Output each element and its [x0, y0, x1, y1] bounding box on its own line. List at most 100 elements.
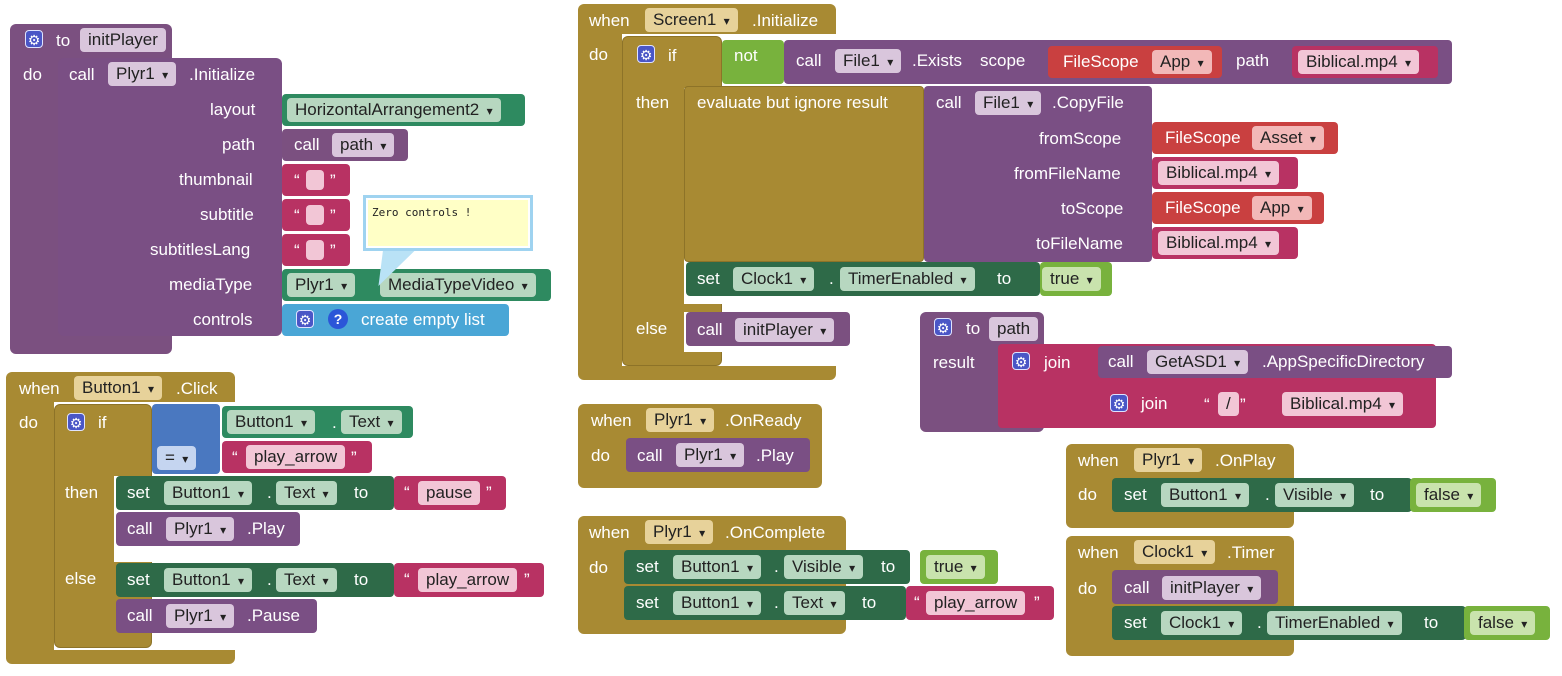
set-text-block[interactable] [624, 586, 906, 620]
procedure-dropdown[interactable]: initPlayer [735, 318, 835, 342]
set-property-dropdown[interactable]: TimerEnabled [1267, 611, 1402, 635]
procedure-name-path[interactable]: path [989, 317, 1039, 341]
set-property-dropdown[interactable]: TimerEnabled [840, 267, 975, 291]
event-name: .Timer [1227, 543, 1275, 562]
layout-dropdown[interactable]: HorizontalArrangement2 [287, 98, 501, 122]
path-text-value[interactable]: Biblical.mp4 [1298, 50, 1420, 74]
file-component-dropdown[interactable]: File1 [975, 91, 1042, 115]
gear-icon: ⚙ [1012, 352, 1030, 370]
to-label: to [966, 319, 981, 338]
when-label: when [19, 379, 60, 398]
empty-text-field[interactable] [306, 240, 324, 260]
set-label: set [636, 557, 659, 576]
to-label: to [56, 31, 71, 50]
set-visible-block[interactable] [1112, 478, 1412, 512]
boolean-dropdown[interactable]: true [1042, 267, 1101, 291]
getter-component-dropdown[interactable]: Button1 [227, 410, 315, 434]
dot-label: . [267, 483, 272, 502]
else-label: else [636, 319, 668, 338]
event-component-dropdown[interactable]: Plyr1 [645, 520, 714, 544]
filename-text-value[interactable]: Biblical.mp4 [1158, 161, 1280, 185]
boolean-dropdown[interactable]: true [926, 555, 985, 579]
compare-operator-dropdown[interactable]: = [157, 446, 197, 470]
set-property-dropdown[interactable]: Text [784, 591, 845, 615]
filescope-label: FileScope [1165, 128, 1241, 147]
method-copyfile: .CopyFile [1052, 93, 1124, 112]
boolean-dropdown[interactable]: false [1470, 611, 1536, 635]
set-label: set [127, 570, 150, 589]
event-component-dropdown[interactable]: Screen1 [645, 8, 738, 32]
scope-param: scope [980, 51, 1026, 70]
set-visible-block[interactable] [624, 550, 910, 584]
set-property-dropdown[interactable]: Text [276, 568, 337, 592]
else-set-block[interactable] [116, 563, 394, 597]
set-component-dropdown[interactable]: Button1 [164, 568, 252, 592]
quote-open-icon: “ [294, 241, 300, 260]
path-procedure-dropdown[interactable]: path [332, 133, 395, 157]
create-empty-list-block[interactable] [282, 304, 509, 336]
gear-icon: ⚙ [1110, 394, 1128, 412]
evaluate-ignore-block[interactable] [684, 86, 924, 262]
text-value[interactable]: play_arrow [246, 445, 346, 469]
procedure-dropdown[interactable]: initPlayer [1162, 576, 1262, 600]
set-label: set [636, 593, 659, 612]
gear-icon: ⚙ [296, 310, 314, 328]
filename-text-value[interactable]: Biblical.mp4 [1158, 231, 1280, 255]
join-label: join [1044, 353, 1071, 372]
set-component-dropdown[interactable]: Clock1 [733, 267, 815, 291]
boolean-dropdown[interactable]: false [1416, 483, 1482, 507]
file-text-value[interactable]: Biblical.mp4 [1282, 392, 1404, 416]
procedure-name-initPlayer[interactable]: initPlayer [80, 28, 166, 52]
filescope-dropdown[interactable]: Asset [1252, 126, 1324, 150]
event-component-dropdown[interactable]: Plyr1 [646, 408, 715, 432]
set-component-dropdown[interactable]: Button1 [1161, 483, 1249, 507]
text-value[interactable]: play_arrow [418, 568, 518, 592]
call-label: call [1108, 352, 1134, 371]
param-toFileName: toFileName [1036, 234, 1123, 253]
then-set-block[interactable] [116, 476, 394, 510]
gear-icon: ⚙ [25, 30, 43, 48]
event-component-dropdown[interactable]: Clock1 [1134, 540, 1216, 564]
empty-text-field[interactable] [306, 170, 324, 190]
not-block[interactable] [722, 40, 784, 84]
call-component-dropdown[interactable]: Plyr1 [676, 443, 745, 467]
comment-bubble[interactable]: Zero controls ! [366, 198, 530, 248]
text-value[interactable]: play_arrow [926, 591, 1026, 615]
text-value[interactable]: pause [418, 481, 481, 505]
call-plyr1-initialize-block[interactable] [58, 58, 282, 336]
quote-open-icon: “ [914, 593, 920, 612]
event-component-dropdown[interactable]: Plyr1 [1134, 448, 1203, 472]
media-component-dropdown[interactable]: Plyr1 [287, 273, 356, 297]
set-property-dropdown[interactable]: Text [276, 481, 337, 505]
call-label: call [697, 320, 723, 339]
join-label: join [1141, 394, 1168, 413]
gear-icon: ⚙ [934, 318, 952, 336]
filescope-dropdown[interactable]: App [1252, 196, 1312, 220]
set-component-dropdown[interactable]: Button1 [164, 481, 252, 505]
set-property-dropdown[interactable]: Visible [784, 555, 864, 579]
event-component-dropdown[interactable]: Button1 [74, 376, 162, 400]
getter-property-dropdown[interactable]: Text [341, 410, 402, 434]
file-component-dropdown[interactable]: File1 [835, 49, 902, 73]
quote-close-icon: ” [330, 241, 336, 260]
set-component-dropdown[interactable]: Button1 [673, 555, 761, 579]
param-thumbnail: thumbnail [179, 170, 253, 189]
media-type-dropdown[interactable]: MediaTypeVideo [380, 273, 536, 297]
component-dropdown-plyr1[interactable]: Plyr1 [108, 62, 177, 86]
call-component-dropdown[interactable]: Plyr1 [166, 604, 235, 628]
call-component-dropdown[interactable]: Plyr1 [166, 517, 235, 541]
copyfile-call-block[interactable] [924, 86, 1152, 262]
set-component-dropdown[interactable]: Clock1 [1161, 611, 1243, 635]
when-label: when [589, 11, 630, 30]
param-fromScope: fromScope [1039, 129, 1122, 148]
slash-text-value[interactable]: / [1218, 392, 1239, 416]
getasd-component-dropdown[interactable]: GetASD1 [1147, 350, 1249, 374]
filescope-dropdown[interactable]: App [1152, 50, 1212, 74]
set-property-dropdown[interactable]: Visible [1275, 483, 1355, 507]
event-name: .Initialize [752, 11, 819, 30]
quote-open-icon: “ [294, 206, 300, 225]
call-label: call [637, 446, 663, 465]
empty-text-field[interactable] [306, 205, 324, 225]
set-component-dropdown[interactable]: Button1 [673, 591, 761, 615]
call-label: call [127, 606, 153, 625]
